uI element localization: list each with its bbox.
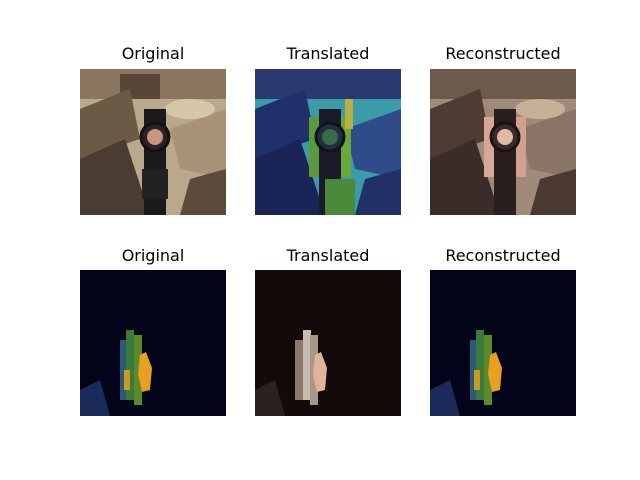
image-panel-translated-dark (255, 270, 401, 416)
reconstructed-dark-image (430, 270, 576, 416)
image-panel-translated-desert (255, 69, 401, 215)
panel-title: Original (121, 44, 185, 63)
image-panel-original-dark (80, 270, 226, 416)
image-panel-reconstructed-dark (430, 270, 576, 416)
reconstructed-scope-image (430, 69, 576, 215)
image-panel-original-desert (80, 69, 226, 215)
dark-scene-image (80, 270, 226, 416)
desert-scope-image (80, 69, 226, 215)
image-panel-reconstructed-desert (430, 69, 576, 215)
translated-dark-image (255, 270, 401, 416)
panel-title: Translated (286, 246, 370, 265)
translated-scope-image (255, 69, 401, 215)
panel-title: Reconstructed (445, 44, 561, 63)
panel-title: Translated (286, 44, 370, 63)
panel-title: Original (121, 246, 185, 265)
panel-title: Reconstructed (445, 246, 561, 265)
